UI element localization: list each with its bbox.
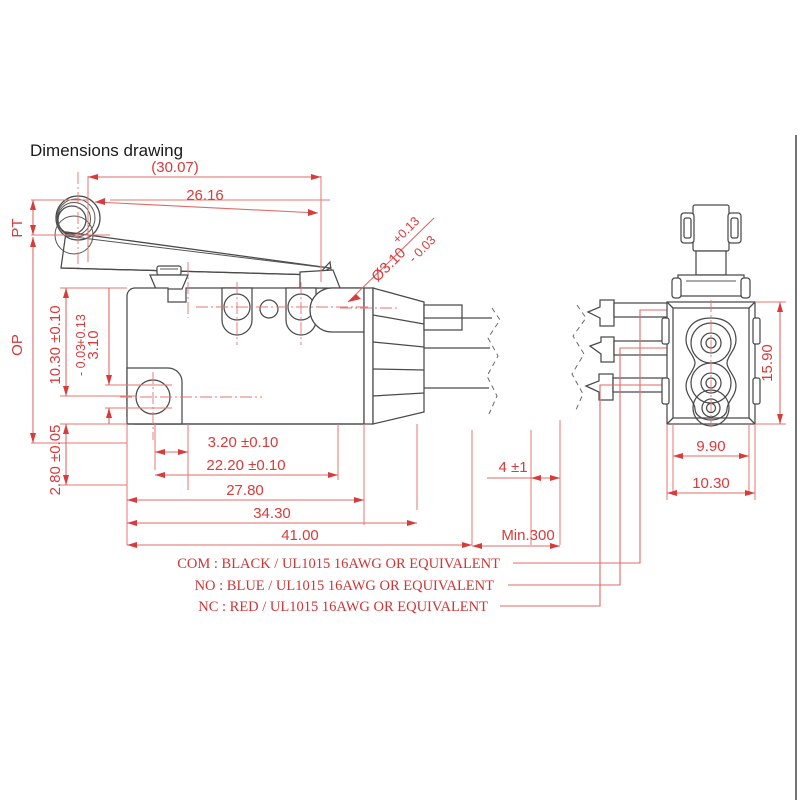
dim-min300: Min.300 (501, 527, 554, 544)
legend-no: NO : BLUE / UL1015 16AWG OR EQUIVALENT (195, 578, 495, 594)
dim-hole-dia: Ø3.10 (368, 244, 409, 285)
dim-1030-side: 10.30 (692, 475, 730, 492)
side-view-geometry (661, 204, 761, 427)
leader-nc (500, 384, 679, 607)
leader-com (513, 309, 680, 564)
front-view-geometry (54, 195, 681, 425)
dim-hole-dia-tol-lower: - 0.03 (406, 233, 439, 266)
dim-2780: 27.80 (226, 482, 264, 499)
dim-2220: 22.20 ±0.10 (206, 457, 285, 474)
label-pt: PT (9, 218, 26, 237)
legend-nc: NC : RED / UL1015 16AWG OR EQUIVALENT (198, 599, 488, 615)
dim-3430: 34.30 (253, 505, 291, 522)
actuator-screw (149, 265, 189, 290)
wiring-legend-group: COM : BLACK / UL1015 16AWG OR EQUIVALENT… (177, 309, 680, 615)
page-title: Dimensions drawing (30, 141, 183, 160)
dim-4pm1: 4 ±1 (498, 459, 527, 476)
dim-4100: 41.00 (281, 527, 319, 544)
dim-line-2616 (94, 201, 319, 214)
lever-arm (60, 231, 333, 278)
dim-310-tol-upper: +0.13 (74, 314, 88, 346)
label-op: OP (9, 334, 26, 356)
dim-2616: 26.16 (186, 187, 224, 204)
dia-leader (347, 217, 435, 303)
dim-990: 9.90 (696, 438, 725, 455)
roller-icon (54, 195, 101, 255)
dim-320: 3.20 ±0.10 (208, 434, 279, 451)
legend-com: COM : BLACK / UL1015 16AWG OR EQUIVALENT (177, 556, 500, 572)
dim-280: 2.80 ±0.05 (47, 425, 64, 496)
leader-no (508, 347, 680, 586)
dim-1030: 10.30 ±0.10 (47, 305, 64, 384)
dim-3007: (30.07) (151, 159, 199, 176)
switch-body (126, 269, 372, 425)
wire-break-symbols (424, 304, 587, 415)
dim-310-tol-lower: - 0.03 (74, 344, 88, 376)
dim-310: 3.10 (85, 330, 102, 359)
side-view-dimensions: 15.90 9.90 10.30 (666, 301, 786, 500)
dim-1590: 15.90 (759, 344, 776, 382)
terminal-cover (363, 287, 463, 425)
dim-hole-dia-tol-upper: +0.13 (390, 214, 422, 246)
